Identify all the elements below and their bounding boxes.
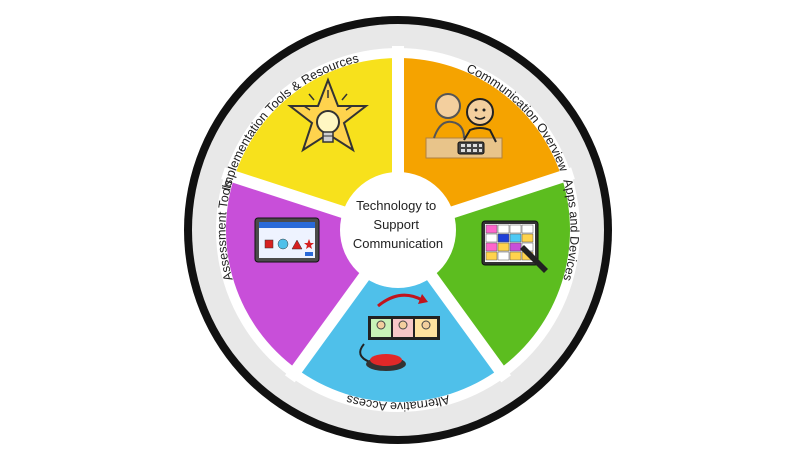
- ring-label-assessment-tools[interactable]: Assessment Tools: [214, 177, 235, 282]
- lightbulb-star-icon: [287, 77, 369, 153]
- center-title-line-3: Communication: [353, 236, 443, 251]
- center-title-line-1: Technology to: [356, 198, 436, 213]
- ring-label-apps-and-devices[interactable]: Apps and Devices: [560, 177, 581, 282]
- center-circle: [340, 172, 456, 288]
- tablet-with-shapes-icon: [254, 217, 320, 263]
- two-people-with-communication-board-icon: [425, 93, 503, 159]
- switch-button-with-symbol-strip-icon: [359, 293, 440, 371]
- tablet-with-symbol-grid-icon: [481, 220, 548, 273]
- segment-alternative-access[interactable]: [296, 230, 500, 402]
- ring-label-alternative-access[interactable]: Alternative Access: [345, 392, 452, 413]
- center-title-line-2: Support: [373, 217, 419, 232]
- svg-text:Technology to Support: Technology to Support Communication: [353, 198, 443, 251]
